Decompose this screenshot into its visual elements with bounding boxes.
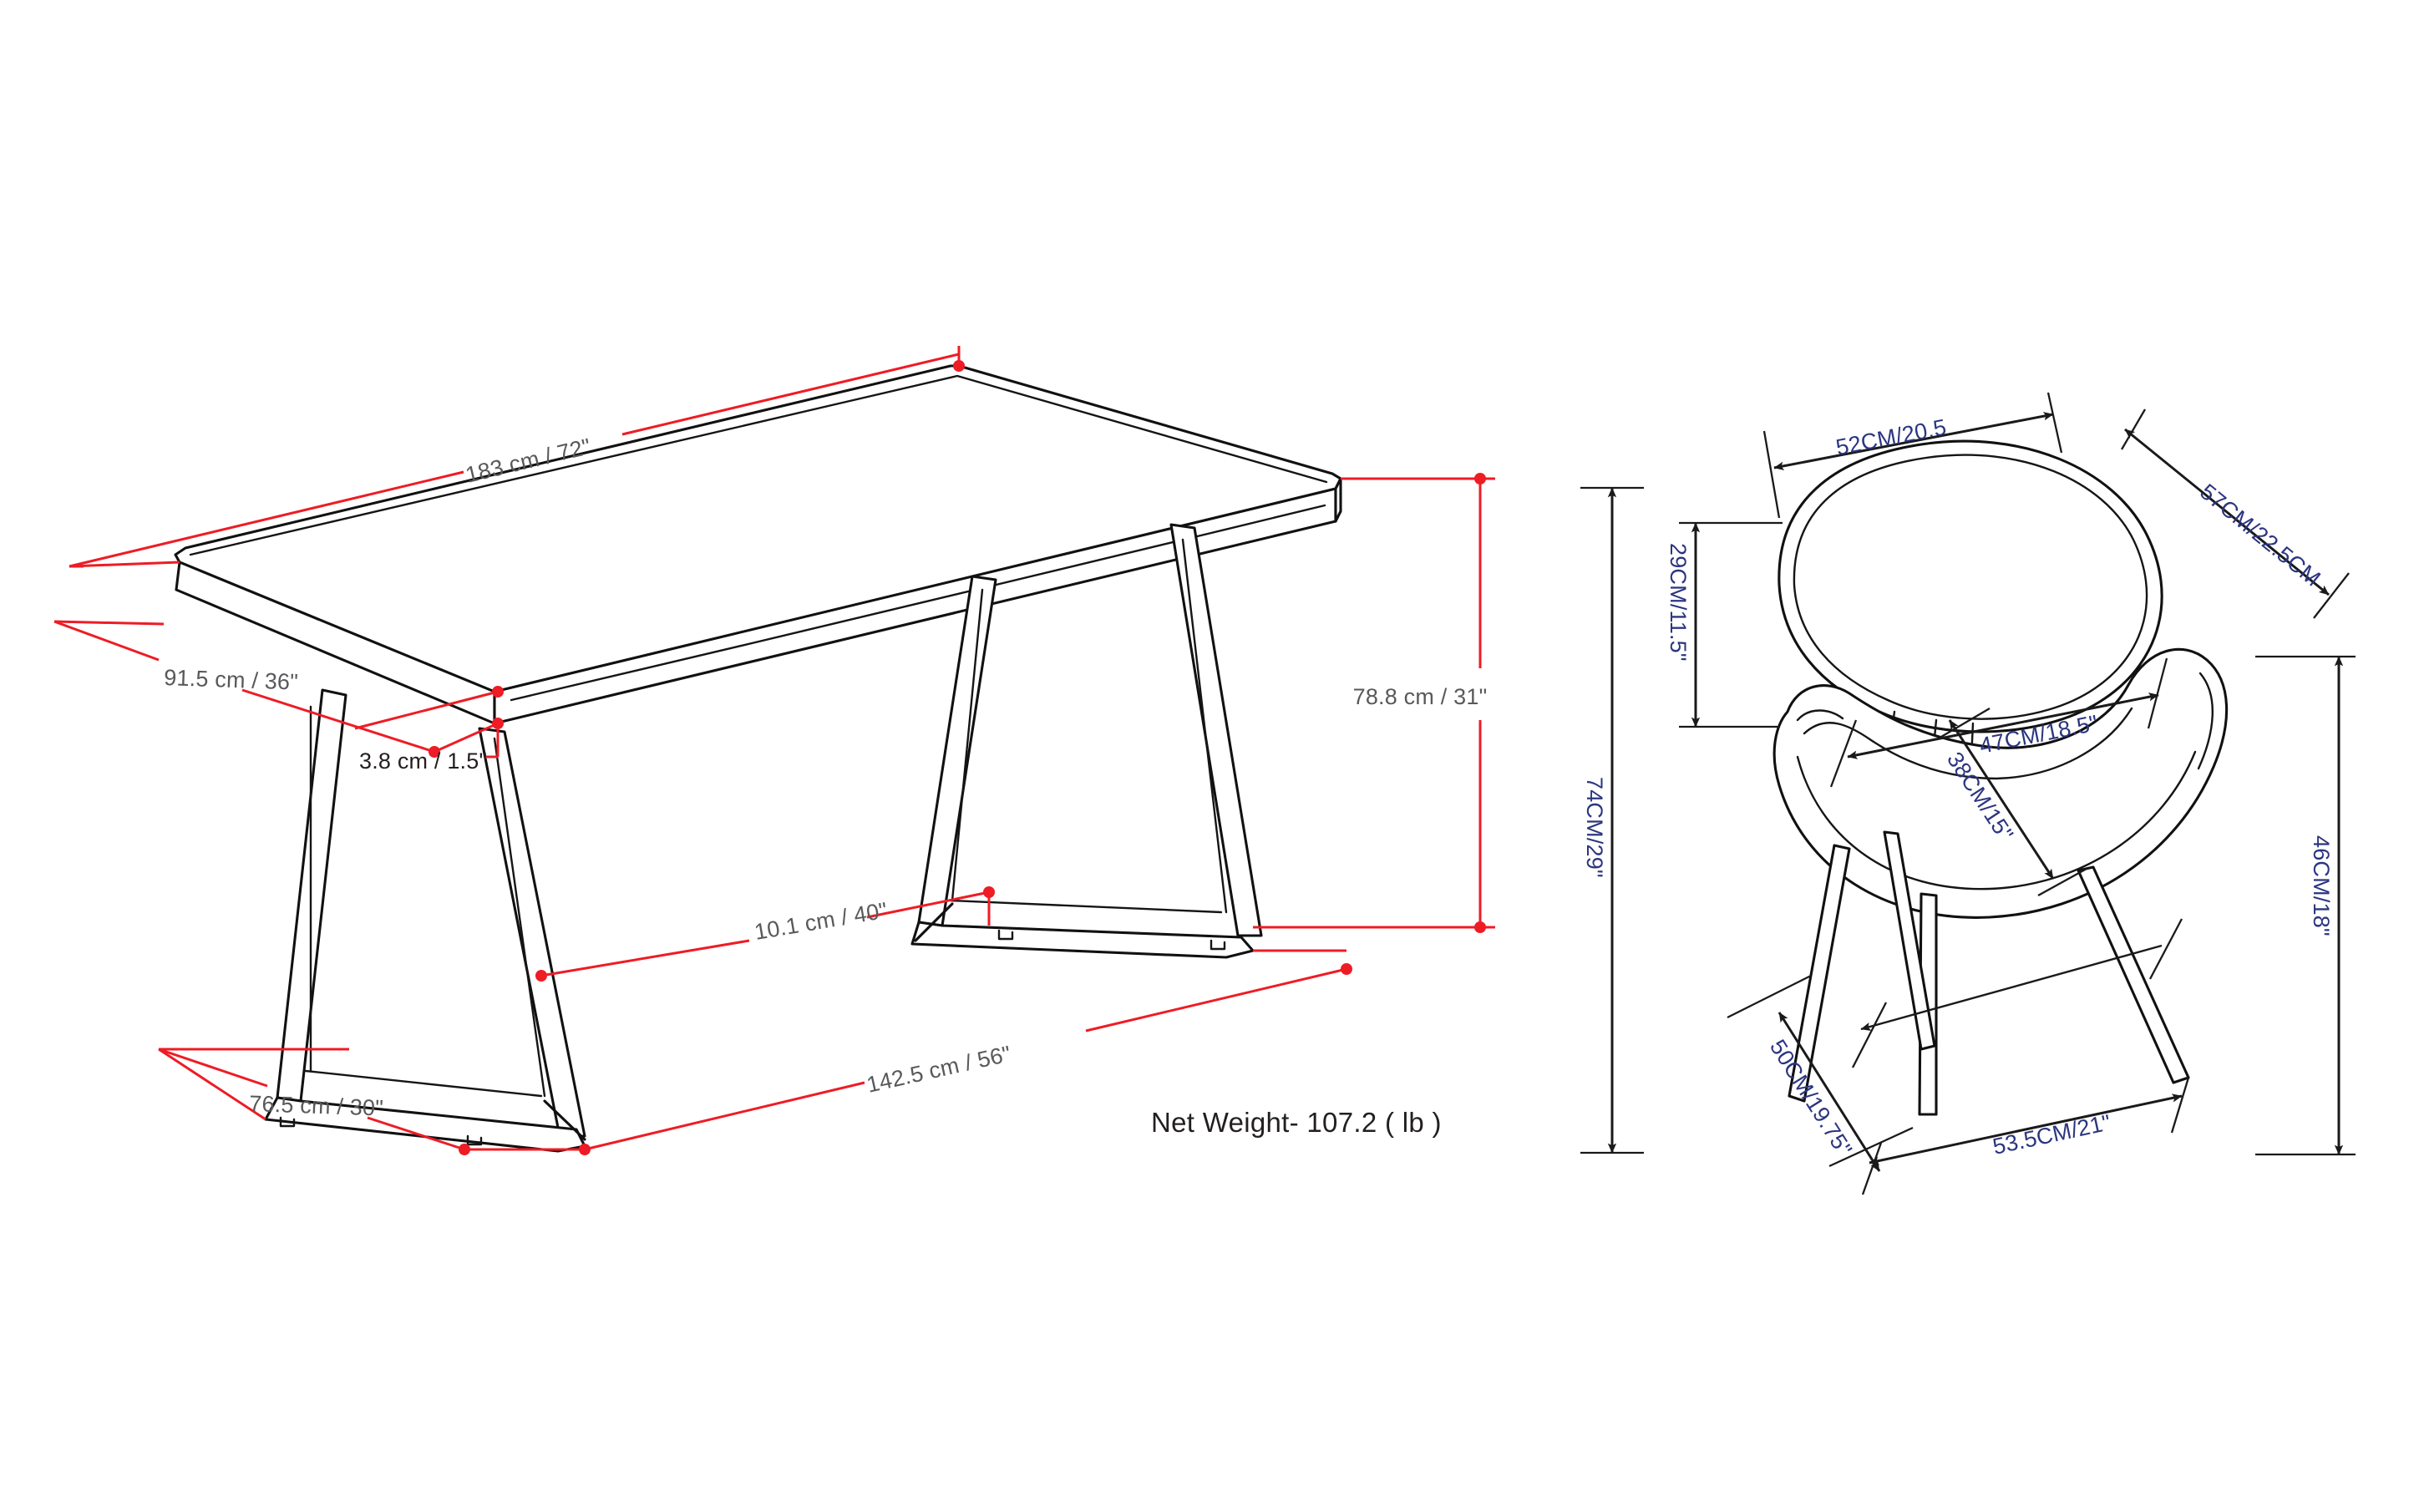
dim-line-span-a [584,1081,865,1151]
label-table-height: 78.8 cm / 31" [1353,684,1488,709]
left-leg-glide-rear [279,1116,296,1128]
dim-line-backrest-width [1773,412,2054,470]
right-leg-inner-back-line [1181,538,1228,914]
ext-line-backrest-w-right [2046,392,2063,454]
right-leg-gusset [914,902,954,942]
right-leg-inner-front-line [951,588,984,902]
ext-line-depth-top-end [2313,572,2350,619]
label-tabletop-width: 91.5 cm / 36" [164,665,299,695]
left-leg-gusset [543,1099,586,1141]
table-top [174,364,1342,725]
ext-line-backrest-w-left [1762,430,1781,519]
right-leg-glide-front [997,929,1014,941]
dim-node-height-top [1474,473,1486,485]
dim-line-span-b [1085,967,1347,1033]
left-leg-inner-front-line [493,737,546,1098]
dimension-chair-overall-height: 74CM/29" [1580,486,1644,1154]
chair-leg-back-left [1883,830,1936,1051]
dimension-backrest-height: 29CM/11.5" [1666,521,1783,728]
dim-line-thickness-b [354,690,499,730]
dim-line-depth-b [367,1116,465,1151]
dim-node-span-left [579,1144,591,1155]
dim-line-seat-depth [1948,719,2055,880]
dim-line-depth-a [158,1048,268,1088]
label-tabletop-thickness: 3.8 cm / 1.5" [359,748,487,774]
dim-line-width-b [241,688,435,753]
dim-node-thickness-top [492,686,504,698]
table-leg-right [910,523,1263,959]
label-base-depth: 76.5 cm / 30" [249,1091,384,1121]
dim-node-span-right [1341,963,1352,975]
dim-line-inset-a [866,890,990,919]
ext-line-legspread-d-start [1727,974,1812,1019]
right-leg-inner-rail [949,899,1223,914]
tabletop-right-edge-thickness [1334,477,1342,523]
left-leg-inner-rail [304,1069,543,1098]
dim-node-height-bottom [1474,921,1486,933]
label-seat-height: 46CM/18" [2309,835,2334,936]
dim-node-inset [983,886,995,898]
ext-line-leader-spread-left [1851,1002,1888,1068]
dim-line-length-a [68,470,464,568]
dim-node-thickness-bottom [492,718,504,729]
net-weight-label: Net Weight- 107.2 ( lb ) [1151,1107,1442,1138]
ext-line-leader-spread-right [2148,918,2183,980]
ext-line-width-bottom [53,620,165,626]
seat-right-wing-inner [2197,672,2214,770]
left-leg-front-upright [478,727,586,1138]
dim-line-leg-spread-depth [1778,1012,1881,1172]
left-leg-glide-front [466,1134,483,1146]
dim-line-length-b [621,353,960,436]
tabletop-inner-edge [189,374,1328,556]
dim-line-inset-b [540,939,750,977]
dimension-base-depth: 76.5 cm / 30" [158,1048,585,1155]
label-backrest-height: 29CM/11.5" [1666,543,1691,662]
seat-left-wing-inner [1796,709,1844,722]
dim-node-length [953,360,965,372]
dimension-table-height: 78.8 cm / 31" [1253,473,1495,933]
dim-leader-leg-spread [1860,944,2163,1031]
dimension-tabletop-thickness: 3.8 cm / 1.5" [354,686,504,774]
ext-line-depth-upper [158,1048,266,1121]
dim-line-leg-spread-width [1869,1093,2183,1165]
ext-line-width-top [68,561,180,568]
label-chair-overall-height: 74CM/29" [1582,777,1607,878]
dim-line-chair-depth-top [2124,428,2330,596]
ext-line-seat-d-end [2037,867,2087,897]
right-leg-glide-rear [1210,939,1226,951]
table-leg-left [264,688,586,1153]
dim-line-width-a [53,620,160,662]
seat-inner-bowl [1796,750,2197,890]
dim-line-thickness-a [434,722,499,753]
dimension-seat-height: 46CM/18" [2255,655,2356,1156]
dim-node-inset-left [535,970,547,982]
